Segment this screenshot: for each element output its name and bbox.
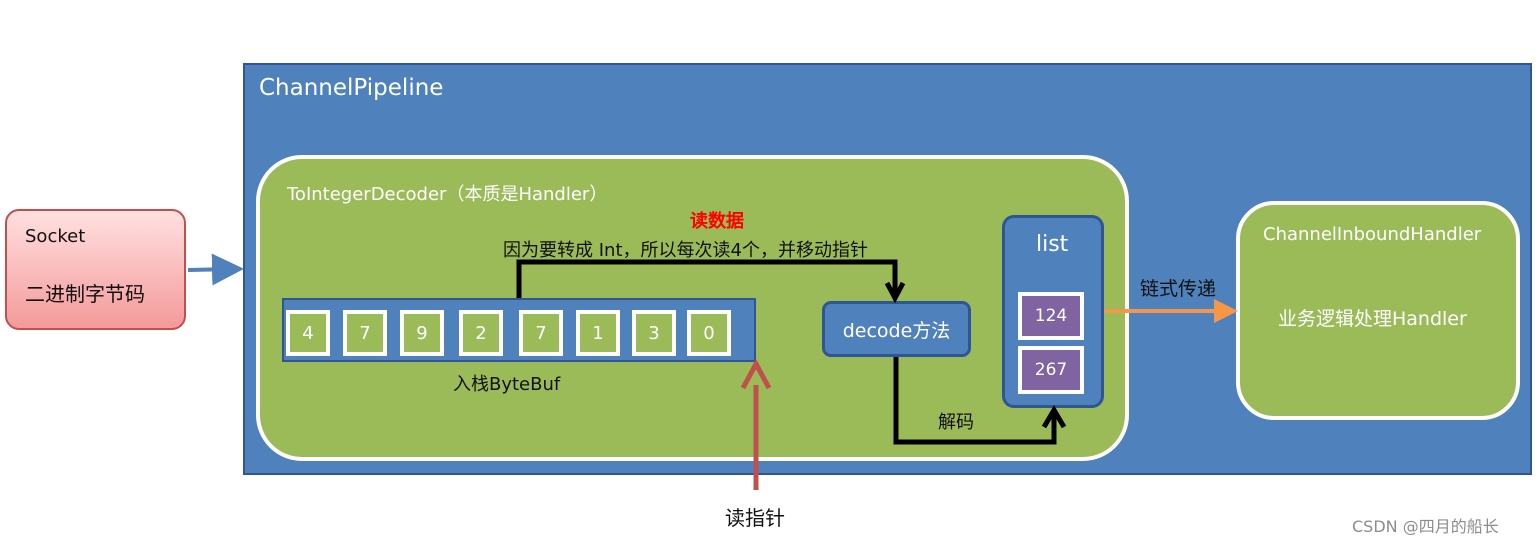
bytebuf-cell: 4	[286, 310, 330, 356]
decode-flow-arrowhead	[1041, 405, 1067, 429]
read-data-label: 读数据	[690, 211, 744, 232]
bytebuf-cell: 3	[632, 310, 676, 356]
inbound-handler-title: ChannelInboundHandler	[1263, 224, 1482, 245]
list-item: 124	[1018, 292, 1084, 340]
bytebuf-cell: 1	[576, 310, 620, 356]
decoder-title: ToIntegerDecoder（本质是Handler）	[287, 184, 608, 205]
read-flow-arrowhead	[884, 281, 906, 304]
inbound-handler-subtitle: 业务逻辑处理Handler	[1278, 308, 1467, 330]
bytebuf-label: 入栈ByteBuf	[453, 374, 561, 395]
read-pointer-label: 读指针	[725, 506, 785, 530]
bytebuf-cell: 7	[343, 310, 387, 356]
channel-pipeline-title: ChannelPipeline	[259, 75, 444, 101]
decode-label: 解码	[938, 412, 974, 433]
socket-title: Socket	[25, 226, 86, 247]
bytebuf-cell: 0	[687, 310, 731, 356]
read-flow-line	[516, 259, 898, 298]
socket-to-pipeline-arrow	[187, 253, 244, 286]
chain-pass-label: 链式传递	[1140, 278, 1217, 300]
watermark: CSDN @四月的船长	[1352, 517, 1499, 536]
bytebuf-cell: 2	[459, 310, 503, 356]
list-item: 267	[1018, 346, 1084, 394]
bytebuf-cell: 9	[400, 310, 444, 356]
read-description: 因为要转成 Int，所以每次读4个，并移动指针	[503, 240, 868, 261]
socket-subtitle: 二进制字节码	[25, 282, 145, 306]
bytebuf-cell: 7	[519, 310, 563, 356]
read-pointer-arrowhead	[740, 358, 772, 390]
socket-box	[5, 209, 186, 330]
inbound-handler-box	[1236, 201, 1520, 420]
decode-method-box: decode方法	[822, 301, 971, 357]
decode-flow-line	[893, 357, 1057, 445]
list-title: list	[1036, 232, 1069, 257]
